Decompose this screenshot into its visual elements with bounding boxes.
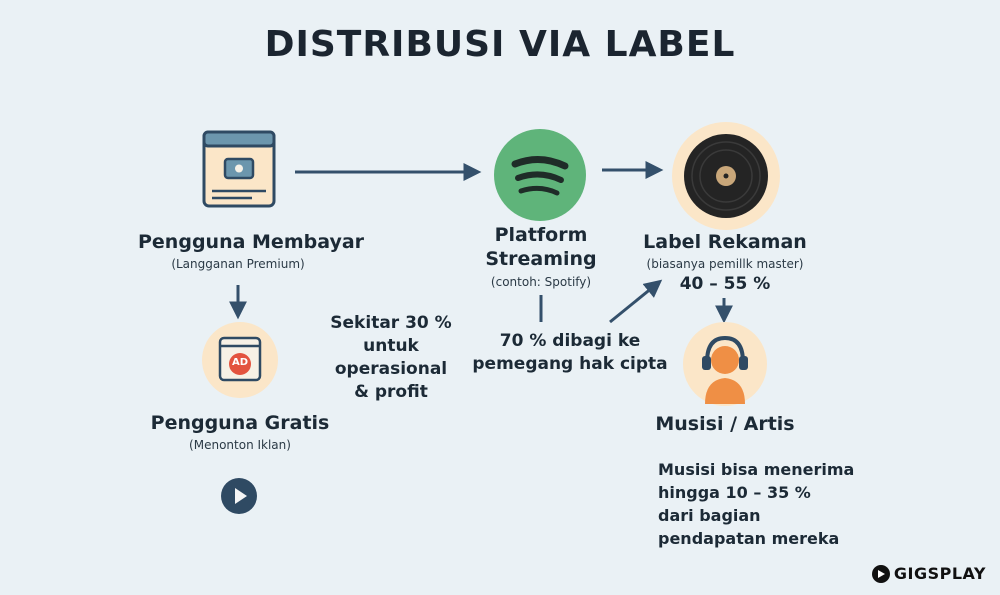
label-title: Label Rekaman: [643, 231, 807, 253]
platform-subtitle: (contoh: Spotify): [490, 275, 592, 289]
ad-badge-label: AD: [231, 357, 249, 368]
brand-name: GIGSPLAY: [893, 564, 986, 583]
ad-icon-circle: AD: [202, 322, 278, 398]
subscription-window-icon: [202, 130, 276, 208]
musician-title: Musisi / Artis: [655, 413, 795, 435]
musician-icon-circle: [683, 322, 767, 406]
musician-share-note: Musisi bisa menerima hingga 10 – 35 % da…: [658, 460, 855, 548]
paid-users-subtitle: (Langganan Premium): [171, 257, 305, 271]
play-icon: [221, 478, 257, 514]
brand-logo: GIGSPLAY: [871, 564, 986, 583]
platform-share-note: Sekitar 30 % untuk operasional & profit: [330, 313, 452, 402]
free-users-subtitle: (Menonton Iklan): [189, 438, 291, 452]
platform-title-line2: Streaming: [485, 248, 597, 270]
platform-title-line1: Platform: [494, 224, 588, 246]
spotify-icon: [494, 129, 586, 221]
headphones-person-icon: [702, 335, 748, 404]
paid-users-title: Pengguna Membayar: [138, 231, 365, 253]
free-users-title: Pengguna Gratis: [150, 412, 330, 434]
arrow-rights-to-label: [609, 279, 663, 324]
rights-holder-note: 70 % dibagi ke pemegang hak cipta: [472, 331, 668, 374]
page-title: DISTRIBUSI VIA LABEL: [264, 24, 736, 65]
vinyl-record-icon: [684, 134, 768, 218]
brand-play-icon: [871, 564, 890, 583]
ad-card-icon: [218, 336, 262, 382]
vinyl-icon-circle: [672, 122, 780, 230]
label-subtitle: (biasanya pemillk master): [646, 257, 804, 271]
label-share: 40 – 55 %: [679, 274, 771, 294]
